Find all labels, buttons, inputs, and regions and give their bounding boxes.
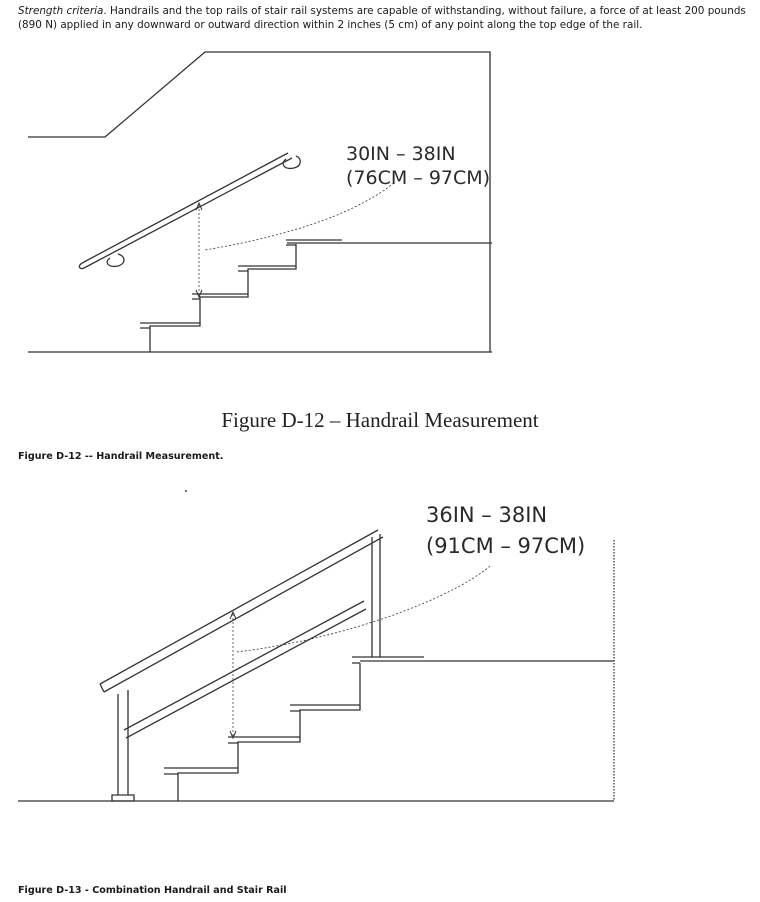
top-rail-end: [99, 683, 105, 693]
intro-text: . Handrails and the top rails of stair r…: [18, 5, 746, 31]
measurement-arrow-top: [195, 201, 203, 211]
handrail-bracket-top: [282, 155, 301, 170]
tread-4: [286, 239, 342, 246]
intro-term: Strength criteria: [18, 5, 104, 17]
handrail: [83, 152, 293, 269]
handrail-bracket-bottom: [106, 253, 125, 268]
tread-3: [238, 265, 296, 272]
figure-d13-drawing: 36IN – 38IN (91CM – 97CM): [18, 490, 615, 802]
tread-2: [192, 293, 248, 300]
leader-curve: [235, 565, 491, 653]
top-post: [371, 534, 381, 657]
figure-d12-title: Figure D-12 – Handrail Measurement: [221, 408, 539, 432]
measurement-arrow-top: [229, 610, 237, 620]
tread-3: [290, 704, 360, 712]
leader-curve: [204, 182, 395, 251]
figure-d12-caption: Figure D-12 -- Handrail Measurement.: [18, 451, 224, 462]
bottom-post: [117, 690, 129, 795]
stair-profile: [177, 663, 361, 801]
d12-metric: (76CM – 97CM): [346, 167, 490, 189]
handrail-end-bottom: [78, 261, 85, 270]
measurement-arrow-bottom: [229, 730, 237, 740]
tread-4: [352, 656, 424, 664]
d13-imperial: 36IN – 38IN: [426, 503, 547, 527]
tread-2: [228, 736, 300, 744]
tread-1: [140, 322, 200, 329]
top-rail: [99, 529, 384, 693]
figure-d12-drawing: 30IN – 38IN (76CM – 97CM): [28, 51, 492, 353]
intermediate-rail: [123, 600, 367, 739]
tread-1: [164, 767, 238, 775]
d12-imperial: 30IN – 38IN: [346, 143, 456, 165]
bottom-post-base: [111, 794, 135, 802]
speck: [185, 490, 187, 492]
intro-paragraph: Strength criteria. Handrails and the top…: [18, 4, 746, 32]
d13-metric: (91CM – 97CM): [426, 534, 585, 558]
upper-wall-line: [28, 51, 491, 352]
measurement-arrow-bottom: [195, 289, 203, 299]
figure-d13-caption: Figure D-13 - Combination Handrail and S…: [18, 885, 287, 896]
stair-profile: [149, 244, 297, 352]
